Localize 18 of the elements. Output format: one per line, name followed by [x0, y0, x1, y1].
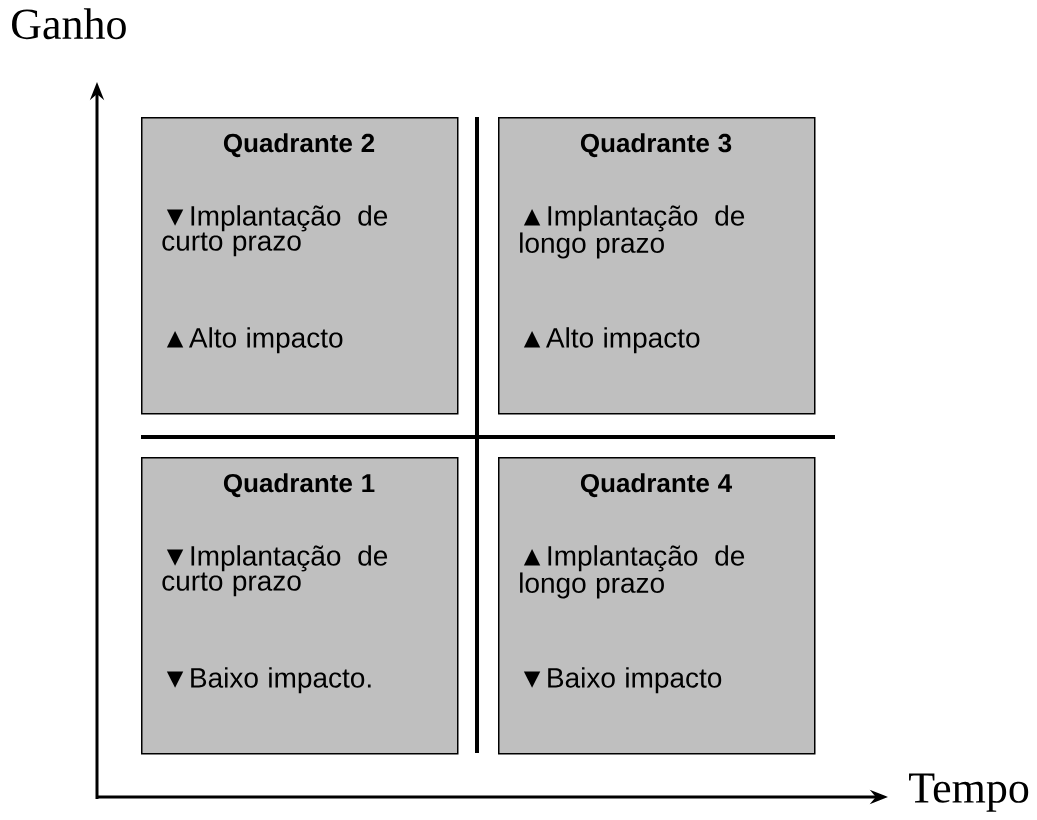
quadrant-box — [141, 457, 459, 755]
quadrant-item: ▲Implantação de longo prazo — [520, 545, 745, 599]
quadrant-box — [498, 457, 816, 755]
quadrant-item: ▼Baixo impacto — [523, 667, 722, 694]
quadrant-box — [498, 117, 816, 415]
quadrant-heading: Quadrante 4 — [580, 473, 732, 498]
quadrant-item: ▼Baixo impacto. — [166, 667, 371, 694]
quadrant-item: ▲Alto impacto — [166, 327, 343, 354]
quadrant-heading: Quadrante 2 — [223, 133, 375, 158]
quadrant-item: ▲Implantação de longo prazo — [520, 205, 745, 259]
quadrant-item: ▼Implantação de curto prazo — [162, 205, 388, 257]
quadrant-item: ▲Alto impacto — [523, 327, 700, 354]
axis-label: Ganho — [12, 8, 126, 40]
axis-label: Tempo — [909, 773, 1029, 812]
quadrant-item: ▼Implantação de curto prazo — [162, 545, 388, 597]
quadrant-heading: Quadrante 3 — [580, 133, 732, 158]
quadrant-heading: Quadrante 1 — [223, 473, 375, 498]
quadrant-box — [141, 117, 459, 415]
